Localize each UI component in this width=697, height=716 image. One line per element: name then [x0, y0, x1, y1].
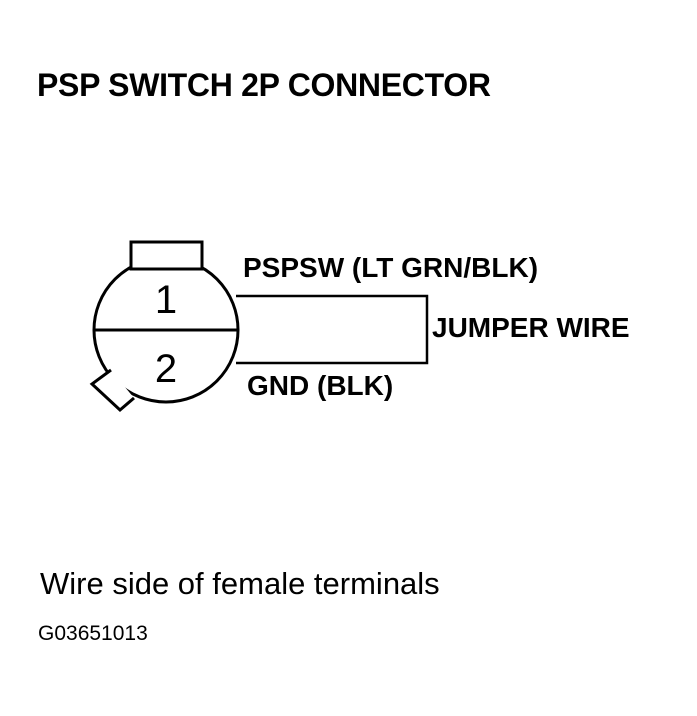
view-caption: Wire side of female terminals — [40, 566, 440, 601]
locking-tab-face — [129, 240, 204, 271]
terminal-1-number: 1 — [155, 278, 177, 322]
diagram-title: PSP SWITCH 2P CONNECTOR — [37, 67, 491, 103]
terminal-2-number: 2 — [155, 347, 177, 391]
jumper-wire-label: JUMPER WIRE — [432, 312, 630, 343]
jumper-wire — [236, 294, 429, 365]
signal-wire-label: PSPSW (LT GRN/BLK) — [243, 252, 539, 283]
key-notch — [89, 368, 135, 413]
ground-wire-label: GND (BLK) — [247, 370, 394, 401]
figure-id: G03651013 — [38, 622, 148, 645]
